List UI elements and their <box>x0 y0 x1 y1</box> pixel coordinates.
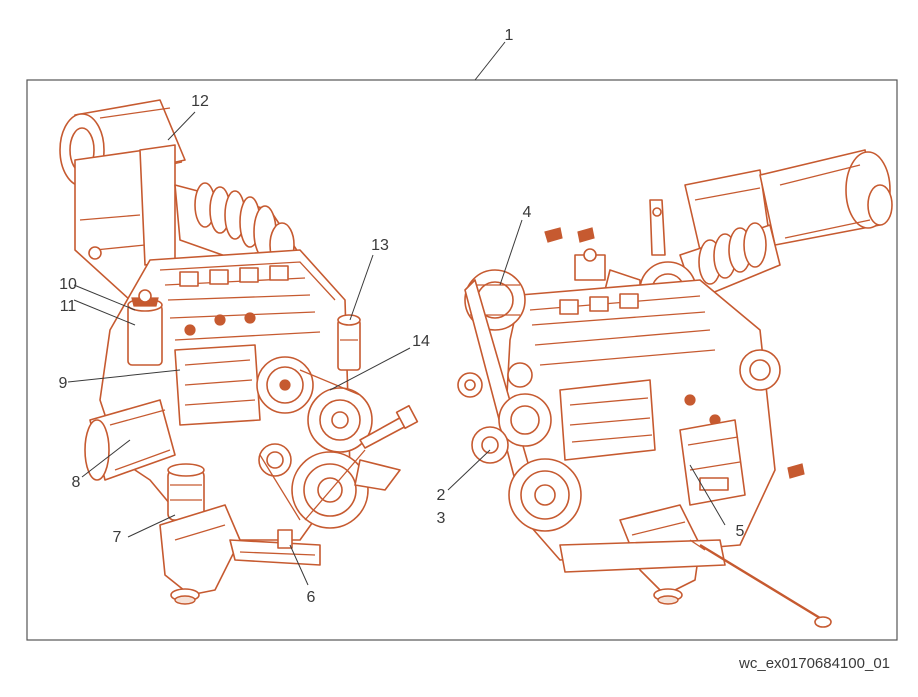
callout-5: 5 <box>736 523 745 540</box>
callout-8: 8 <box>72 474 81 491</box>
callout-12: 12 <box>191 93 209 110</box>
callout-13: 13 <box>371 237 389 254</box>
callout-labels: 1 2 3 4 5 6 7 8 9 10 11 12 13 14 <box>59 27 745 606</box>
callout-6: 6 <box>307 589 316 606</box>
left-front-pulleys <box>256 356 373 529</box>
left-oil-filler <box>337 314 361 371</box>
callout-11: 11 <box>60 298 77 315</box>
callout-14: 14 <box>412 333 430 350</box>
right-front-belt-pulleys <box>457 279 582 532</box>
callout-1: 1 <box>505 27 514 44</box>
right-air-cleaner <box>684 149 893 251</box>
left-oil-filter <box>167 463 205 521</box>
left-fuel-filter <box>127 289 163 366</box>
figure-reference-code: wc_ex0170684100_01 <box>738 655 890 672</box>
callout-7: 7 <box>113 529 122 546</box>
callout-2: 2 <box>437 487 446 504</box>
callout-10: 10 <box>59 276 77 293</box>
right-engine-illustration <box>457 149 893 628</box>
callout-4: 4 <box>523 204 532 221</box>
right-control-unit <box>679 419 746 506</box>
diagram-frame <box>26 79 898 641</box>
left-engine-mounts <box>159 459 401 605</box>
leader-lines <box>67 41 726 586</box>
left-engine-illustration <box>59 99 419 605</box>
right-dipstick-rod <box>689 539 832 628</box>
callout-9: 9 <box>59 375 68 392</box>
left-starter-motor <box>84 399 176 481</box>
callout-3: 3 <box>437 510 446 527</box>
